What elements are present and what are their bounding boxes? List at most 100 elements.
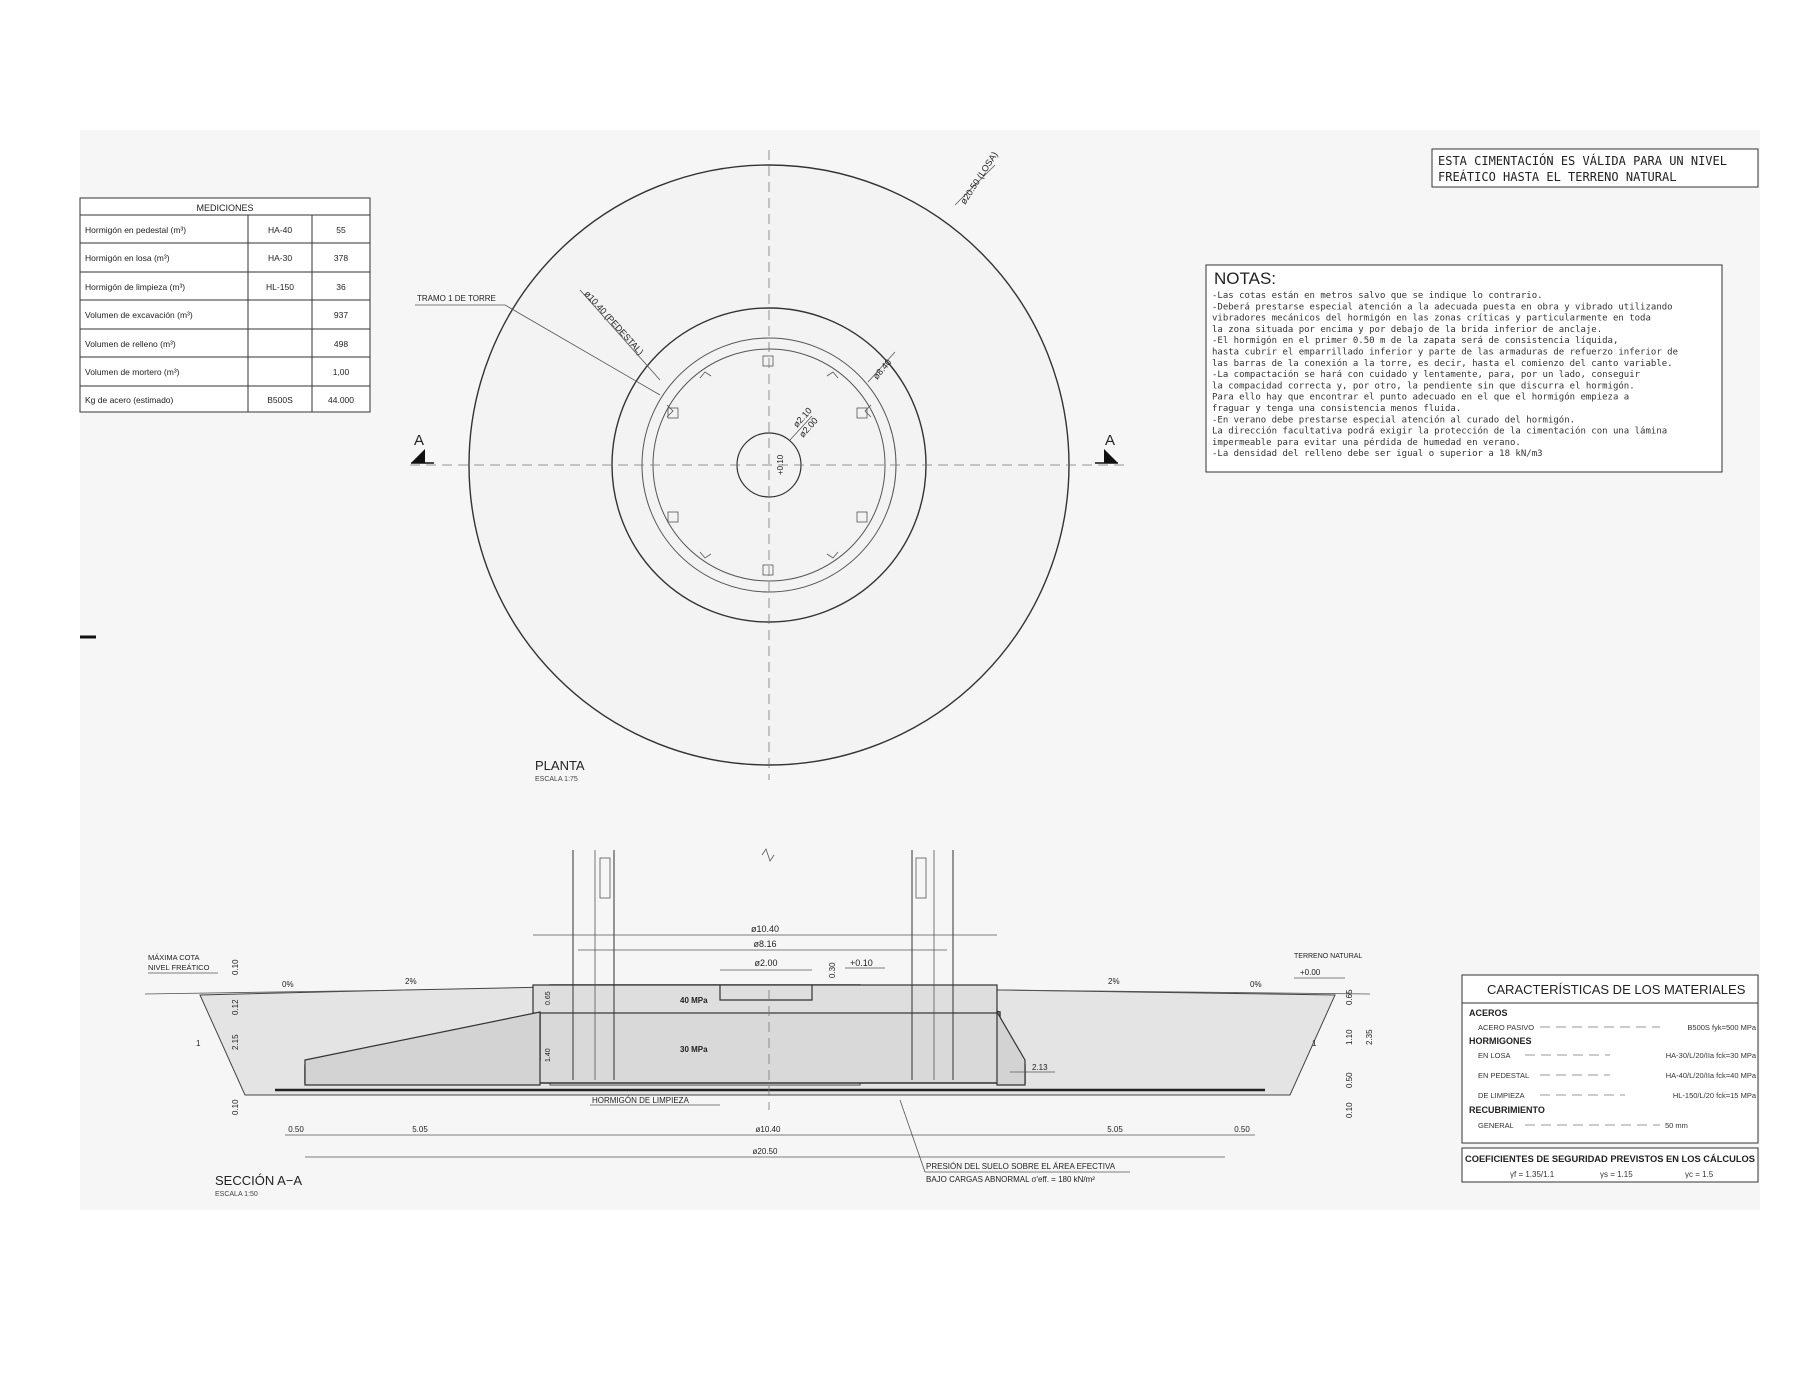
label-40mpa: 40 MPa: [680, 996, 708, 1005]
recubrimiento-spec: 50 mm: [1665, 1121, 1688, 1130]
mediciones-row-label: Kg de acero (estimado): [85, 395, 174, 405]
mediciones-row-type: HL-150: [266, 282, 294, 292]
plan-notch: [699, 551, 712, 559]
slope-0-right: 0%: [1250, 980, 1262, 989]
notas-line: -Las cotas están en metros salvo que se …: [1212, 291, 1543, 301]
mediciones-row-label: Volumen de mortero (m³): [85, 367, 180, 377]
vdim-140-pedestal: 1.40: [545, 1048, 552, 1062]
coef-title: COEFICIENTES DE SEGURIDAD PREVISTOS EN L…: [1465, 1154, 1755, 1165]
slab-taper: [304, 1009, 1026, 1086]
mediciones-row-value: 36: [336, 282, 346, 292]
terreno-natural-label: TERRENO NATURAL: [1294, 953, 1362, 960]
hormigon-limpieza-label: HORMIGÓN DE LIMPIEZA: [592, 1096, 690, 1105]
dim-050-left: 0.50: [288, 1125, 304, 1134]
notas-line: vibradores mecánicos del hormigón en las…: [1212, 313, 1651, 324]
vdim-065-pedestal: 0.65: [545, 991, 552, 1005]
mediciones-row-type: HA-30: [268, 253, 292, 263]
mediciones-row-value: 498: [334, 339, 348, 349]
section-title: SECCIÓN A−A: [215, 1173, 302, 1188]
notas-line: hasta cubrir el emparrillado inferior y …: [1212, 348, 1678, 358]
section-view: ø10.40 ø8.16 ø2.00 0.30 +0.10 MÁXIMA COT…: [144, 848, 1374, 1198]
dim-sec-200: ø2.00: [754, 958, 777, 968]
hormigones-heading: HORMIGONES: [1469, 1036, 1532, 1046]
slope-2-left: 2%: [405, 977, 417, 986]
plan-center-label: +0.10: [776, 454, 785, 475]
hormigon-spec: HA-40/L/20/IIa fck=40 MPa: [1666, 1071, 1757, 1080]
coef-value: γc = 1.5: [1685, 1170, 1714, 1179]
vdim-010-bottom: 0.10: [231, 1099, 240, 1115]
plan-notch: [864, 404, 872, 418]
anchor-box: [762, 355, 774, 367]
dim-1040-bottom: ø10.40: [756, 1125, 781, 1134]
notas-line: la compacidad correcta y, por otro, la p…: [1212, 380, 1635, 391]
plan-view: A A ø20.50 (LOSA) ø10.40 (PEDESTAL) ø8.4…: [410, 150, 1130, 783]
nivel-freatico-label: NIVEL FREÁTICO: [148, 963, 210, 972]
validity-line: ESTA CIMENTACIÓN ES VÁLIDA PARA UN NIVEL: [1438, 153, 1727, 168]
mediciones-row-type: HA-40: [268, 225, 292, 235]
validity-note: ESTA CIMENTACIÓN ES VÁLIDA PARA UN NIVEL…: [1431, 148, 1759, 188]
notas-line: -Deberá prestarse especial atención a la…: [1212, 301, 1673, 312]
mediciones-row-label: Hormigón en losa (m³): [85, 253, 170, 263]
section-arrow-left: [411, 449, 425, 463]
recubrimiento-label: GENERAL: [1478, 1121, 1514, 1130]
acero-spec: B500S fyk=500 MPa: [1687, 1023, 1756, 1032]
slope-0-left: 0%: [282, 980, 294, 989]
dim-505-right: 5.05: [1107, 1125, 1123, 1134]
acero-label: ACERO PASIVO: [1478, 1023, 1534, 1032]
mediciones-row-value: 44.000: [328, 395, 354, 405]
pedestal: [532, 984, 998, 1014]
hormigon-label: EN LOSA: [1478, 1051, 1511, 1060]
plan-title: PLANTA: [535, 758, 585, 773]
presion-line-2: BAJO CARGAS ABNORMAL σ'eff. = 180 kN/m²: [926, 1175, 1095, 1184]
materials-box: CARACTERÍSTICAS DE LOS MATERIALES ACEROS…: [1461, 974, 1759, 1183]
presion-line-1: PRESIÓN DEL SUELO SOBRE EL ÁREA EFECTIVA: [926, 1162, 1116, 1171]
notas-line: -El hormigón en el primer 0.50 m de la z…: [1212, 335, 1618, 346]
pedestal-recess: [719, 985, 813, 1001]
mediciones-row-label: Volumen de excavación (m³): [85, 310, 193, 320]
slope-one-left: 1: [196, 1039, 201, 1048]
tramo-label: TRAMO 1 DE TORRE: [417, 294, 496, 303]
section-scale: ESCALA 1:50: [215, 1191, 258, 1198]
notas-line: La dirección facultativa podrá exigir la…: [1212, 426, 1667, 437]
coef-value: γs = 1.15: [1600, 1170, 1633, 1179]
notas-line: Para ello hay que encontrar el punto ade…: [1212, 392, 1629, 403]
notas-line: la zona situada por encima y por debajo …: [1212, 325, 1602, 335]
hormigon-spec: HL-150/L/20 fck=15 MPa: [1673, 1091, 1757, 1100]
plan-notch: [666, 404, 674, 418]
anchor-box: [667, 407, 679, 419]
notas-lines: -Las cotas están en metros salvo que se …: [1212, 291, 1678, 459]
slope-2-right: 2%: [1108, 977, 1120, 986]
anchor-box: [856, 511, 868, 523]
vdim-010-top: 0.10: [231, 959, 240, 975]
elev-000: +0.00: [1300, 968, 1321, 977]
section-mark-right: A: [1105, 432, 1115, 449]
hormigon-label: EN PEDESTAL: [1478, 1071, 1529, 1080]
notas-title: NOTAS:: [1214, 269, 1276, 288]
vdim-215: 2.15: [231, 1034, 240, 1050]
vdim-065: 0.65: [1345, 989, 1354, 1005]
plan-notch: [826, 371, 839, 379]
dim-sec-030: 0.30: [828, 962, 837, 978]
vdim-012: 0.12: [231, 999, 240, 1015]
dim-213: 2.13: [1032, 1063, 1048, 1072]
section-mark-left: A: [414, 432, 424, 449]
plan-notch: [826, 551, 839, 559]
mediciones-table: MEDICIONES Hormigón en pedestal (m³) HA-…: [79, 197, 371, 413]
dim-505-left: 5.05: [412, 1125, 428, 1134]
notas-line: fraguar y tenga una consistencia menos f…: [1212, 404, 1461, 414]
mediciones-row-type: B500S: [267, 395, 293, 405]
mediciones-row-label: Hormigón de limpieza (m³): [85, 282, 185, 292]
hormigon-spec: HA-30/L/20/IIa fck=30 MPa: [1666, 1051, 1757, 1060]
dim-outer-diameter: ø20.50 (LOSA): [958, 150, 999, 206]
vdim-235: 2.35: [1365, 1029, 1374, 1045]
maxima-cota-label: MÁXIMA COTA: [148, 953, 200, 962]
coef-value: γf = 1.35/1.1: [1510, 1170, 1555, 1179]
slope-one-right: 1: [1312, 1039, 1317, 1048]
vdim-110: 1.10: [1345, 1029, 1354, 1045]
notas-line: -La densidad del relleno debe ser igual …: [1212, 449, 1543, 459]
dim-050-right: 0.50: [1234, 1125, 1250, 1134]
mediciones-row-value: 937: [334, 310, 348, 320]
mediciones-row-value: 1,00: [333, 367, 350, 377]
mediciones-row-label: Hormigón en pedestal (m³): [85, 225, 186, 235]
